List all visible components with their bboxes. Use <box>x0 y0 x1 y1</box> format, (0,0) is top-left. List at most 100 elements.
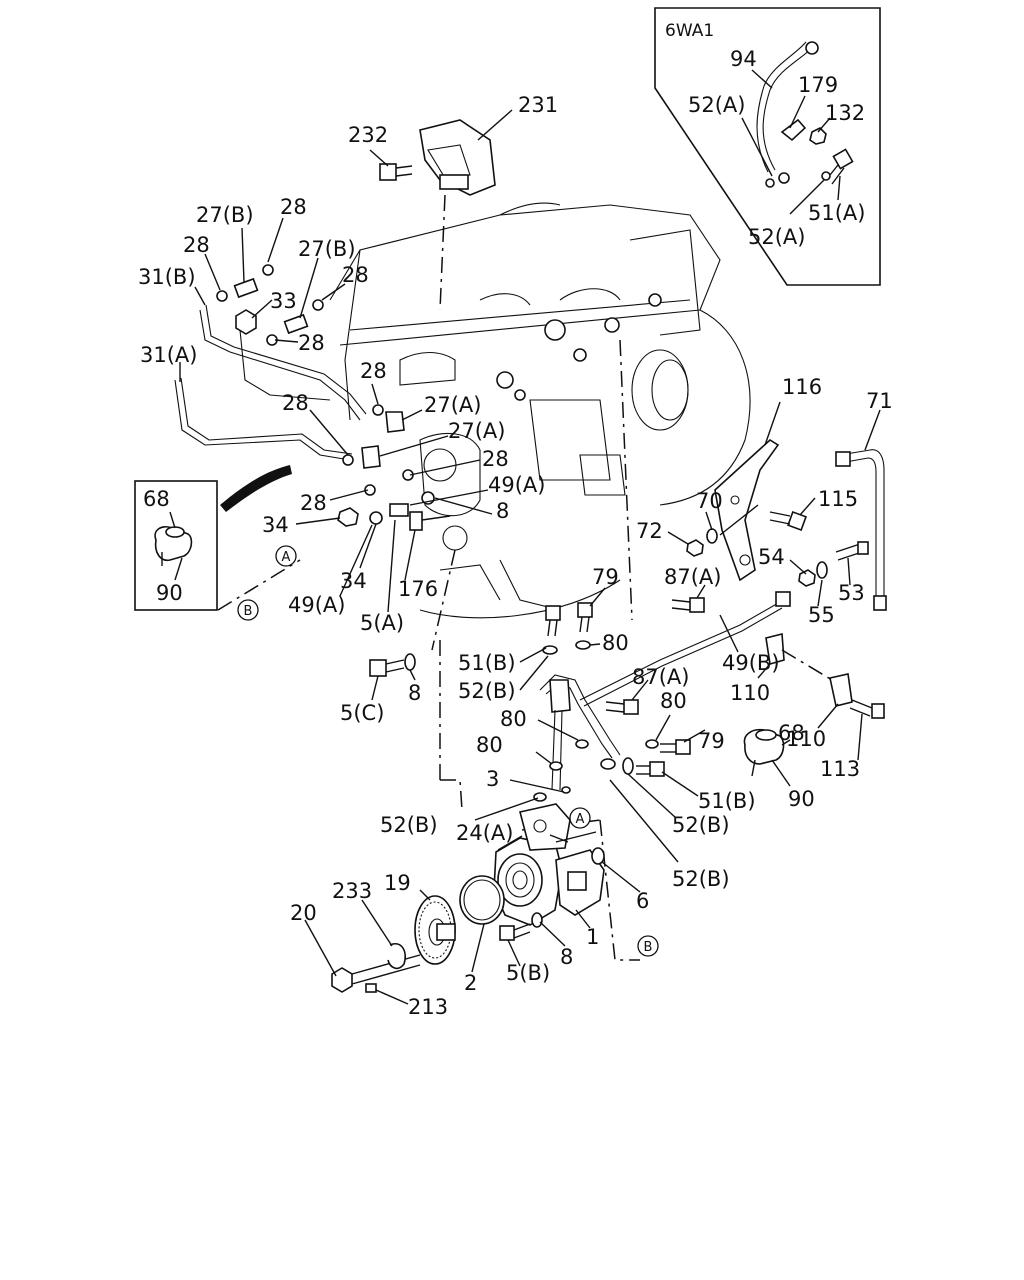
label-5c: 5(C) <box>340 701 384 725</box>
label-52b-bottom: 52(B) <box>672 867 730 891</box>
label-28-a: 28 <box>280 195 307 219</box>
label-110-lower: 110 <box>786 727 826 751</box>
label-52b-right: 52(B) <box>672 813 730 837</box>
banjo-49a <box>389 503 409 517</box>
label-2: 2 <box>464 971 477 995</box>
label-33: 33 <box>270 289 297 313</box>
label-232: 232 <box>348 123 388 147</box>
label-68-inset: 68 <box>143 487 170 511</box>
label-1: 1 <box>586 925 599 949</box>
bolt-5c <box>369 659 405 677</box>
o-ring-2 <box>459 875 505 925</box>
label-28-b: 28 <box>183 233 210 257</box>
label-179: 179 <box>798 73 838 97</box>
label-24a: 24(A) <box>456 821 513 845</box>
label-87a-lower: 87(A) <box>632 665 689 689</box>
label-110-upper: 110 <box>730 681 770 705</box>
o-ring-6 <box>591 847 605 865</box>
hose-27b-2 <box>283 313 309 335</box>
callout-a-left: A <box>275 545 297 567</box>
dash-231 <box>439 194 446 311</box>
pipe-94 <box>762 47 813 171</box>
svg-text:B: B <box>244 604 253 619</box>
label-80-a: 80 <box>602 631 629 655</box>
label-5b: 5(B) <box>506 961 550 985</box>
label-34-lower: 34 <box>340 569 367 593</box>
label-8-upper: 8 <box>496 499 509 523</box>
bolt-5b <box>499 923 531 941</box>
clip-110-lower <box>829 673 853 707</box>
bolt-79-top-b <box>577 602 593 633</box>
inset-left: 68 90 <box>134 480 218 611</box>
label-27a-lower: 27(A) <box>448 419 505 443</box>
nut-33 <box>235 309 257 335</box>
inset-6wa1-title: 6WA1 <box>665 21 714 41</box>
label-49a-right: 49(A) <box>488 473 545 497</box>
callout-b-left: B <box>237 599 259 621</box>
label-52a-bottom: 52(A) <box>748 225 805 249</box>
label-52b-left: 52(B) <box>380 813 438 837</box>
washer-70 <box>706 528 718 544</box>
label-71: 71 <box>866 389 893 413</box>
bolt-87a-lower <box>605 699 639 715</box>
label-27a-upper: 27(A) <box>424 393 481 417</box>
label-28-d: 28 <box>298 331 325 355</box>
label-34-left: 34 <box>262 513 289 537</box>
label-28-c: 28 <box>342 263 369 287</box>
pipe-71 <box>835 449 887 611</box>
label-49a-left: 49(A) <box>288 593 345 617</box>
washer-55 <box>816 561 828 579</box>
label-90-main: 90 <box>788 787 815 811</box>
bolt-232 <box>379 163 413 181</box>
inset-6wa1-frame <box>654 7 881 286</box>
bolt-115 <box>769 511 807 531</box>
label-94: 94 <box>730 47 757 71</box>
label-52a-top: 52(A) <box>688 93 745 117</box>
label-213: 213 <box>408 995 448 1019</box>
label-28-h: 28 <box>300 491 327 515</box>
nut-34-1 <box>337 507 359 527</box>
hose-27a-1 <box>385 411 405 433</box>
label-80-c: 80 <box>476 733 503 757</box>
label-51b-upper: 51(B) <box>458 651 516 675</box>
bolt-176 <box>409 511 423 531</box>
hose-27a-2 <box>361 445 381 469</box>
label-68-main: 68 <box>778 721 805 745</box>
pipe-bracket <box>539 674 621 791</box>
bolt-51b-lower <box>636 761 665 777</box>
label-19: 19 <box>384 871 411 895</box>
key-213 <box>365 983 377 993</box>
label-52b-upper: 52(B) <box>458 679 516 703</box>
label-27b-lower: 27(B) <box>298 237 356 261</box>
label-233: 233 <box>332 879 372 903</box>
label-53: 53 <box>838 581 865 605</box>
bolt-79-lower <box>660 739 691 755</box>
label-28-e: 28 <box>360 359 387 383</box>
label-90-inset: 90 <box>156 581 183 605</box>
label-31a: 31(A) <box>140 343 197 367</box>
label-28-g: 28 <box>482 447 509 471</box>
bolt-113 <box>849 699 885 719</box>
stud-53 <box>835 541 869 561</box>
gear-19 <box>414 895 456 965</box>
label-116: 116 <box>782 375 822 399</box>
bolt-51a <box>825 148 854 185</box>
label-113: 113 <box>820 757 860 781</box>
label-28-f: 28 <box>282 391 309 415</box>
svg-text:A: A <box>576 812 585 827</box>
inset-left-frame <box>134 480 218 611</box>
label-49b: 49(B) <box>722 651 780 675</box>
hose-27b-1 <box>233 277 259 299</box>
label-5a: 5(A) <box>360 611 404 635</box>
label-31b: 31(B) <box>138 265 196 289</box>
label-79-top: 79 <box>592 565 619 589</box>
pump-body <box>493 803 605 926</box>
label-55: 55 <box>808 603 835 627</box>
label-87a-upper: 87(A) <box>664 565 721 589</box>
label-8-mid: 8 <box>408 681 421 705</box>
label-132: 132 <box>825 101 865 125</box>
svg-text:A: A <box>282 550 291 565</box>
bolt-87a-upper <box>671 597 705 613</box>
nut-54 <box>798 569 816 587</box>
pipe-49b <box>579 591 791 707</box>
